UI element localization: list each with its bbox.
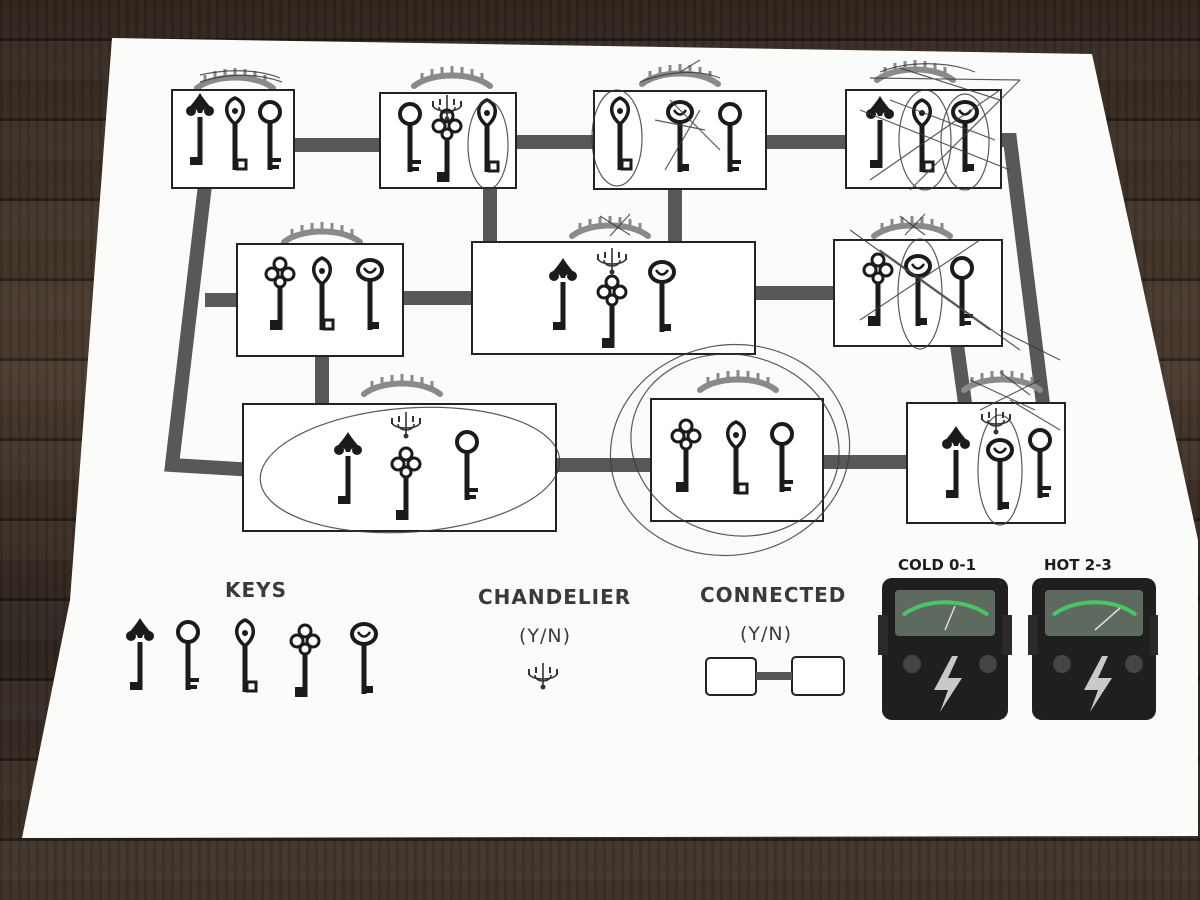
connected-yn-label: (Y/N) bbox=[740, 623, 793, 645]
cold-meter-label: COLD 0-1 bbox=[898, 556, 977, 574]
connected-example-icon bbox=[705, 656, 845, 696]
keys-label: KEYS bbox=[225, 578, 288, 602]
room-9[interactable] bbox=[650, 370, 824, 522]
lightning-icon bbox=[1084, 656, 1112, 712]
room-2[interactable] bbox=[379, 66, 517, 189]
chandelier-yn-label: (Y/N) bbox=[519, 625, 572, 647]
room-10[interactable] bbox=[906, 370, 1066, 524]
room-3[interactable] bbox=[593, 64, 767, 190]
room-4[interactable] bbox=[845, 60, 1002, 189]
connection-paths bbox=[164, 133, 1052, 477]
lightning-icon bbox=[934, 656, 962, 712]
room-6[interactable] bbox=[471, 216, 756, 355]
hot-meter bbox=[1028, 578, 1158, 720]
connected-label: CONNECTED bbox=[700, 583, 847, 607]
room-5[interactable] bbox=[236, 222, 404, 357]
hot-meter-label: HOT 2-3 bbox=[1044, 556, 1112, 574]
room-7[interactable] bbox=[833, 216, 1003, 347]
room-8[interactable] bbox=[242, 374, 557, 532]
pencil-marks bbox=[199, 59, 1061, 557]
chandelier-label: CHANDELIER bbox=[478, 585, 632, 609]
room-1[interactable] bbox=[171, 68, 295, 189]
cold-meter bbox=[878, 578, 1012, 720]
